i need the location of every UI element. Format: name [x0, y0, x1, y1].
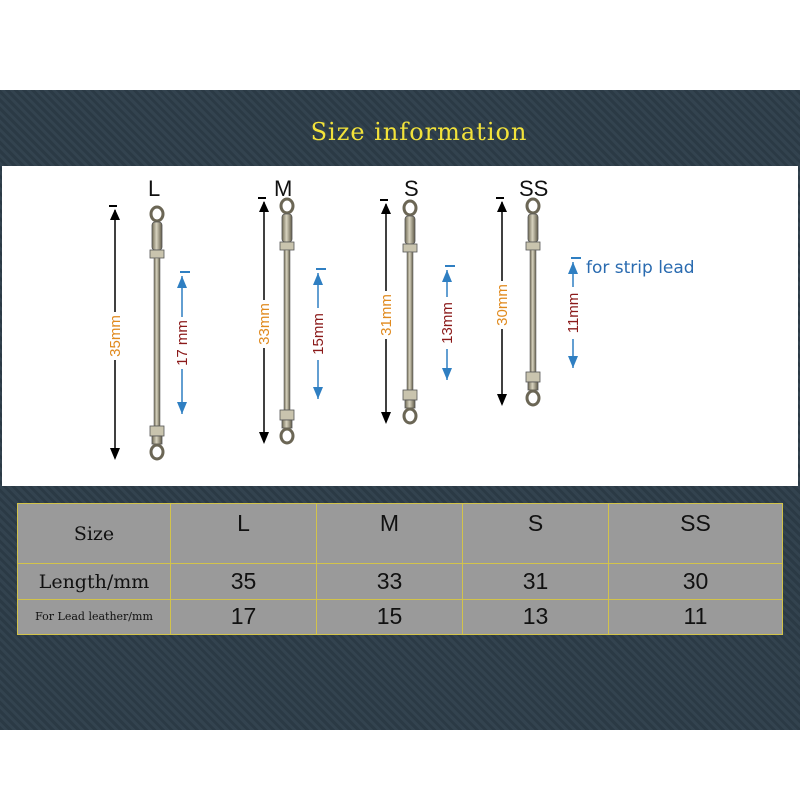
swivel-m	[279, 197, 295, 445]
table-cell: 17	[170, 598, 317, 636]
table-cell: 31	[462, 563, 609, 600]
table-row: Length/mm 35 33 31 30	[17, 563, 783, 600]
arrow-head-bottom	[497, 394, 507, 406]
table-cell: 13	[462, 598, 609, 636]
page-title: Size information	[310, 118, 528, 146]
table-header-l: L	[170, 502, 317, 565]
table-header-s: S	[462, 502, 609, 565]
swivel-rod	[529, 249, 537, 373]
swivel-eye-top	[279, 197, 295, 215]
total-length-label: 30mm	[494, 284, 511, 326]
arrow-head-top	[110, 209, 120, 220]
table-row-label: Length/mm	[17, 563, 171, 600]
size-label-m: M	[274, 176, 293, 201]
swivel-rod	[153, 257, 161, 427]
table-cell: 35	[170, 563, 317, 600]
lead-length-label: 15mm	[310, 313, 327, 355]
arrow-head-bottom	[313, 387, 323, 399]
swivel-barrel-top	[527, 213, 539, 243]
table-header-ss: SS	[608, 502, 783, 565]
total-length-arrow-m: 33mm	[256, 197, 273, 444]
swivel-ring-top	[402, 243, 418, 253]
table-row-header: Size L M S SS	[17, 502, 783, 565]
total-length-label: 35mm	[107, 315, 124, 357]
total-length-label: 33mm	[256, 303, 273, 345]
swivel-ring-bottom	[279, 409, 295, 421]
swivel-eye-top	[149, 205, 165, 223]
lead-length-label: 11mm	[565, 293, 582, 334]
swivel-barrel-top	[404, 215, 416, 245]
swivel-eye-top	[402, 199, 418, 217]
arrow-head-top	[381, 203, 391, 214]
label-bg	[310, 308, 326, 360]
label-bg	[107, 312, 123, 360]
swivel-eye-bottom	[149, 443, 165, 461]
arrow-head-bottom	[568, 356, 578, 368]
arrow-head-top	[313, 273, 323, 285]
swivel-s	[402, 199, 418, 425]
swivel-ring-top	[149, 249, 165, 259]
swivel-ring-top	[525, 241, 541, 251]
swivel-ss	[525, 197, 541, 407]
arrow-head-bottom	[177, 402, 187, 414]
lead-length-arrow-m: 15mm	[310, 268, 327, 399]
total-length-arrow-l: 35mm	[107, 205, 124, 460]
lead-length-label: 13mm	[439, 302, 456, 344]
label-bg	[256, 300, 272, 348]
swivel-l	[149, 205, 165, 461]
total-length-label: 31mm	[378, 294, 395, 336]
arrow-head-top	[259, 201, 269, 212]
size-table: Size L M S SS Length/mm 35 33 31 30 For …	[17, 502, 783, 636]
table-row: For Lead leather/mm 17 15 13 11	[17, 598, 783, 636]
swivel-barrel-bottom	[404, 399, 416, 409]
arrow-head-bottom	[110, 448, 120, 460]
arrow-head-top	[568, 262, 578, 274]
swivel-eye-bottom	[525, 389, 541, 407]
swivel-ring-top	[279, 241, 295, 251]
table-cell: 15	[316, 598, 463, 636]
table-header-size: Size	[17, 502, 171, 565]
table-row-label: For Lead leather/mm	[17, 598, 171, 636]
arrow-head-top	[497, 201, 507, 212]
swivel-drawing: 35mm 17 mm 33mm 15mm 31mm 13mm 30mm 11mm	[107, 197, 582, 461]
table-header-m: M	[316, 502, 463, 565]
lead-length-arrow-ss: 11mm	[565, 257, 582, 368]
arrow-head-bottom	[259, 432, 269, 444]
arrow-head-bottom	[381, 412, 391, 424]
label-bg	[565, 287, 581, 339]
lead-length-arrow-l: 17 mm	[174, 271, 191, 414]
swivel-barrel-bottom	[281, 419, 293, 429]
size-label-s: S	[404, 176, 419, 201]
swivel-eye-bottom	[279, 427, 295, 445]
swivel-eye-bottom	[402, 407, 418, 425]
swivel-barrel-bottom	[527, 381, 539, 391]
arrow-head-top	[177, 276, 187, 288]
arrow-head-top	[442, 270, 452, 282]
label-bg	[494, 281, 510, 329]
size-label-ss: SS	[519, 176, 549, 201]
total-length-arrow-s: 31mm	[378, 199, 395, 424]
swivel-barrel-bottom	[151, 435, 163, 445]
arrow-head-bottom	[442, 368, 452, 380]
table-cell: 11	[608, 598, 783, 636]
label-bg	[439, 297, 455, 349]
table-cell: 33	[316, 563, 463, 600]
lead-length-arrow-s: 13mm	[439, 265, 456, 380]
swivel-ring-bottom	[149, 425, 165, 437]
swivel-rod	[283, 249, 291, 411]
swivel-barrel-top	[151, 221, 163, 251]
swivel-barrel-top	[281, 213, 293, 243]
lead-length-label: 17 mm	[174, 320, 191, 366]
label-bg	[378, 291, 394, 339]
swivel-ring-bottom	[402, 389, 418, 401]
size-label-l: L	[148, 176, 161, 201]
swivel-rod	[406, 251, 414, 391]
label-bg	[174, 317, 190, 369]
swivel-eye-top	[525, 197, 541, 215]
swivel-ring-bottom	[525, 371, 541, 383]
table-cell: 30	[608, 563, 783, 600]
strip-lead-note: for strip lead	[586, 258, 695, 278]
total-length-arrow-ss: 30mm	[494, 197, 511, 406]
